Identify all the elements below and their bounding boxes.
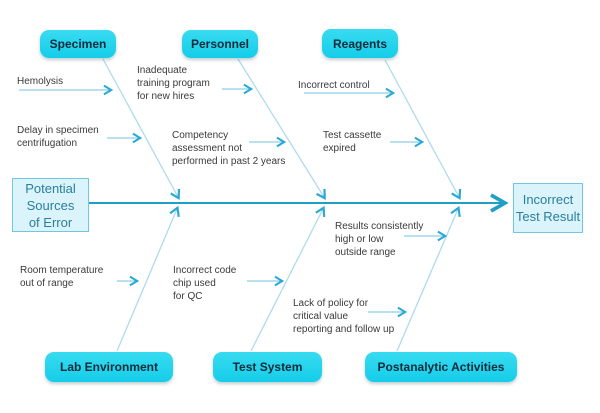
cause-lack-of-policy: Lack of policy for critical value report… xyxy=(293,298,395,335)
test-system-bone-line xyxy=(250,205,326,352)
category-box-reagents: Reagents xyxy=(322,29,398,58)
cause-competency-assessment: Competency assessment not performed in p… xyxy=(172,130,286,167)
lab-environment-bone-line xyxy=(116,205,180,352)
specimen-bone-line xyxy=(102,58,181,201)
personnel-bone-line xyxy=(237,58,326,200)
postanalytic-bone-line xyxy=(396,205,461,352)
cause-results-outside-range: Results consistently high or low outside… xyxy=(335,221,424,258)
cause-incorrect-code-chip: Incorrect code chip used for QC xyxy=(173,265,237,302)
cause-incorrect-control: Incorrect control xyxy=(298,80,370,91)
category-box-test-system: Test System xyxy=(213,352,322,382)
cause-inadequate-training: Inadequate training program for new hire… xyxy=(137,65,210,102)
cause-delay-centrifugation: Delay in specimen centrifugation xyxy=(17,125,99,149)
category-box-specimen: Specimen xyxy=(40,30,116,58)
category-box-lab-environment: Lab Environment xyxy=(45,352,173,382)
cause-hemolysis: Hemolysis xyxy=(17,76,64,87)
reagents-bone-line xyxy=(384,59,462,201)
effect-box: Incorrect Test Result xyxy=(513,183,583,233)
problem-box: Potential Sources of Error xyxy=(12,178,89,232)
category-box-postanalytic-activities: Postanalytic Activities xyxy=(365,352,517,382)
cause-test-cassette-expired: Test cassette expired xyxy=(323,130,382,154)
category-box-personnel: Personnel xyxy=(182,30,258,58)
cause-room-temperature: Room temperature out of range xyxy=(20,265,104,289)
